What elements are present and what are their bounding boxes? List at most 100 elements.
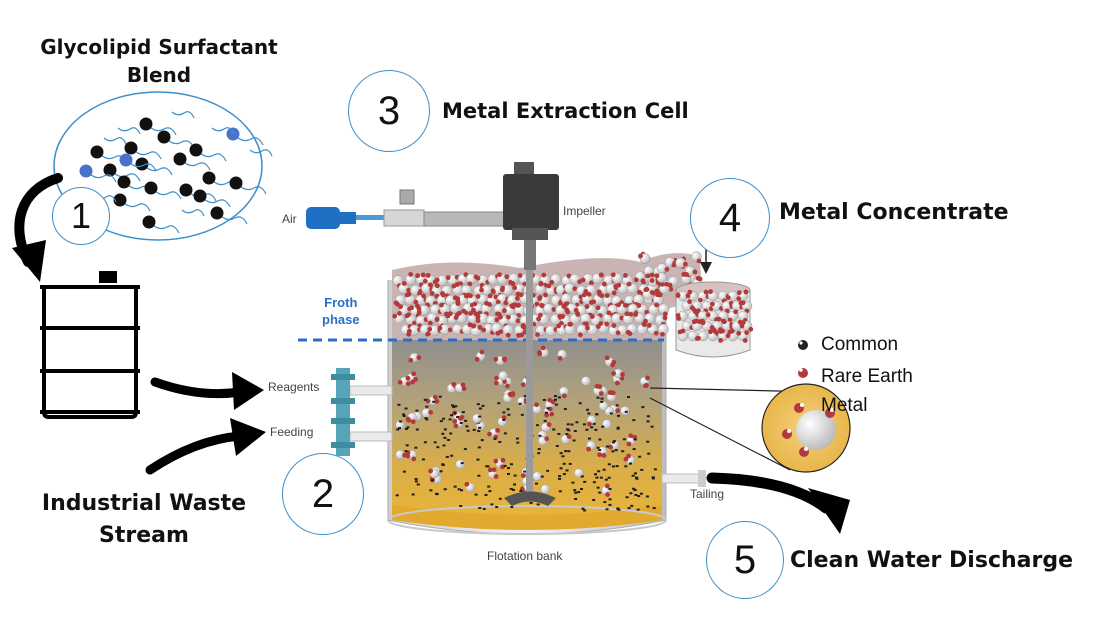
- common-particle: [600, 400, 604, 403]
- common-particle: [443, 428, 447, 431]
- surfactant-tail: [203, 198, 231, 208]
- common-particle: [509, 487, 513, 490]
- discharge-arrow: [706, 472, 850, 534]
- common-particle: [465, 425, 469, 428]
- common-particle: [509, 463, 513, 466]
- common-particle: [611, 450, 615, 453]
- common-particle: [607, 476, 611, 479]
- surfactant-tail: [199, 152, 227, 162]
- common-particle: [495, 506, 499, 509]
- common-particle: [634, 476, 638, 479]
- bubble: [540, 422, 552, 433]
- common-particle: [544, 411, 548, 414]
- common-particle: [561, 455, 565, 458]
- bubble: [455, 459, 465, 469]
- common-particle: [435, 492, 439, 495]
- common-particle: [451, 404, 455, 407]
- common-particle: [599, 476, 603, 479]
- surfactant-tail: [117, 127, 141, 135]
- legend-common-marker: [798, 340, 808, 350]
- bubble: [453, 310, 467, 324]
- surfactant-head: [135, 157, 149, 171]
- step-5-number: 5: [733, 537, 757, 582]
- impeller-label: Impeller: [563, 204, 606, 218]
- common-particle: [646, 420, 650, 423]
- common-particle: [477, 474, 481, 477]
- common-particle: [453, 412, 457, 415]
- common-particle: [633, 472, 637, 475]
- common-particle: [463, 448, 467, 451]
- common-particle: [449, 432, 453, 435]
- step-3-number: 3: [377, 88, 401, 133]
- common-particle: [439, 420, 443, 423]
- impeller-motor: [503, 162, 559, 506]
- bubble: [707, 329, 720, 342]
- common-particle: [518, 402, 522, 405]
- bubble: [593, 383, 604, 396]
- common-particle: [535, 482, 539, 485]
- bubble: [564, 282, 578, 294]
- concentrate-bubbles: [675, 289, 754, 343]
- bubble: [465, 273, 479, 287]
- common-particle: [439, 470, 443, 473]
- bubble: [479, 284, 493, 296]
- common-particle: [406, 426, 410, 429]
- common-particle: [578, 402, 582, 405]
- common-particle: [646, 415, 650, 418]
- common-particle: [616, 426, 620, 429]
- common-particle: [411, 493, 415, 496]
- bubble: [626, 433, 638, 447]
- bubble: [696, 330, 709, 342]
- discharge-title: Clean Water Discharge: [790, 548, 1074, 573]
- bubble: [580, 313, 591, 327]
- step-3-badge: 3: [348, 70, 430, 152]
- common-particle: [450, 454, 454, 457]
- bubble: [606, 390, 617, 402]
- bubble: [429, 283, 443, 299]
- bubble: [499, 284, 513, 296]
- common-particle: [633, 438, 637, 441]
- common-particle: [592, 422, 596, 425]
- surfactant-title: Glycolipid Surfactant Blend: [28, 33, 290, 89]
- bubble: [557, 349, 567, 361]
- common-particle: [629, 462, 633, 465]
- bubble: [502, 391, 514, 403]
- common-particle: [445, 455, 449, 458]
- common-particle: [565, 433, 569, 436]
- bubble: [597, 446, 608, 458]
- common-particle: [555, 445, 559, 448]
- common-particle: [627, 507, 631, 510]
- common-particle: [564, 450, 568, 453]
- bubble: [464, 481, 475, 493]
- surfactant-head: [210, 206, 224, 220]
- bubble: [623, 453, 636, 465]
- common-particle: [515, 437, 519, 440]
- bubble: [725, 328, 739, 342]
- bubble: [493, 355, 508, 366]
- common-particle: [585, 428, 589, 431]
- froth-label-line1: Froth: [324, 295, 358, 310]
- bubble: [654, 272, 667, 283]
- bubble: [633, 271, 646, 284]
- bubble: [502, 324, 514, 338]
- common-particle: [429, 489, 433, 492]
- bubble: [454, 382, 467, 393]
- bubble: [398, 281, 411, 295]
- concentrate-title: Metal Concentrate: [779, 200, 1009, 225]
- bubble: [569, 312, 581, 325]
- surfactant-head: [142, 215, 156, 229]
- common-particle: [579, 488, 583, 491]
- common-particle: [506, 467, 510, 470]
- common-particle: [567, 450, 571, 453]
- bubble: [540, 484, 550, 494]
- common-particle: [604, 478, 608, 481]
- bubble: [472, 413, 482, 424]
- froth-label-line2: phase: [322, 312, 360, 327]
- common-particle: [634, 493, 638, 496]
- common-particle: [583, 509, 587, 512]
- bubble: [602, 419, 612, 429]
- bubble: [581, 376, 591, 386]
- common-particle: [580, 475, 584, 478]
- common-particle: [542, 398, 546, 401]
- common-particle: [616, 427, 620, 430]
